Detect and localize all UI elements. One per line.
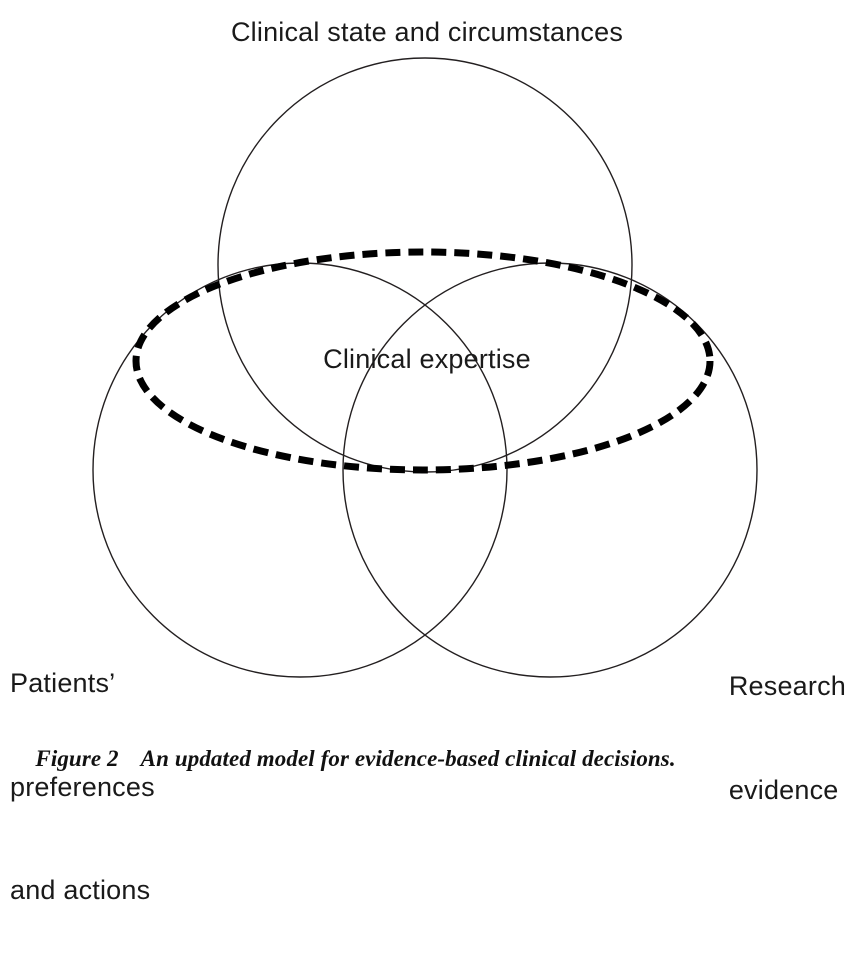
figure-caption-number: Figure 2 — [35, 746, 119, 771]
venn-diagram-svg — [92, 57, 758, 678]
label-line-3: and actions — [10, 875, 151, 906]
label-clinical-state-and-circumstances: Clinical state and circumstances — [230, 17, 624, 47]
label-line-1: Research — [728, 671, 846, 702]
ellipse-clinical-expertise — [132, 248, 714, 474]
figure-caption-text: An updated model for evidence-based clin… — [140, 746, 676, 771]
label-line-1: Patients’ — [10, 668, 116, 699]
figure-caption: Figure 2 An updated model for evidence-ba… — [12, 720, 842, 798]
figure-container: Clinical state and circumstances Clinica… — [10, 17, 846, 905]
label-clinical-expertise: Clinical expertise — [323, 344, 531, 374]
